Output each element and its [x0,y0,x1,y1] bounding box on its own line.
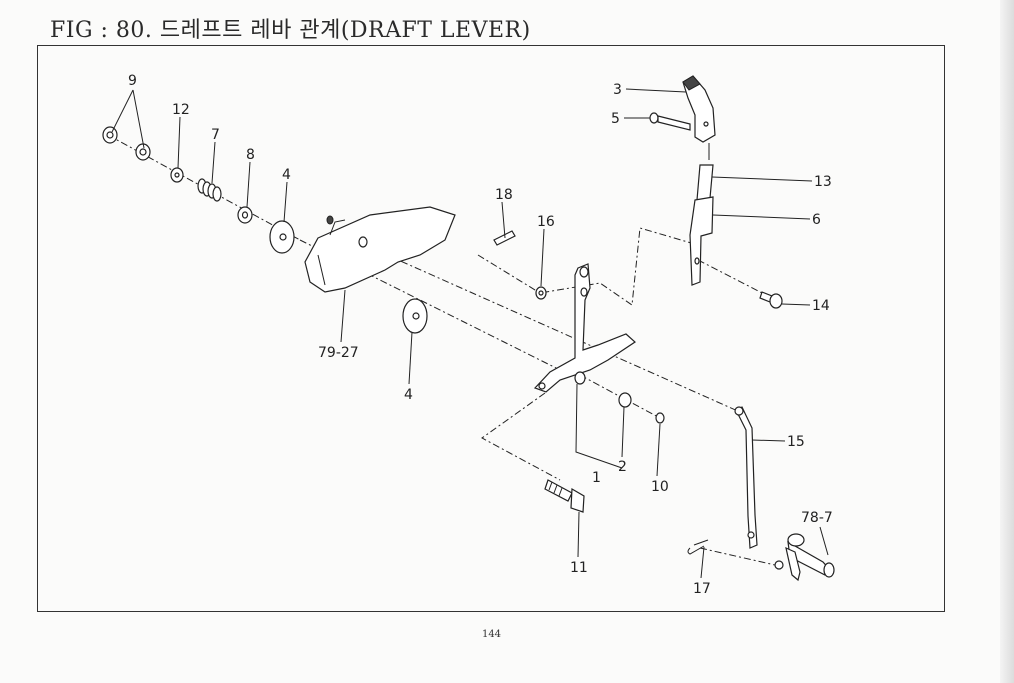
figure-title: FIG : 80. 드레프트 레바 관계(DRAFT LEVER) [50,18,531,43]
washer-part-8 [237,206,253,224]
callout-10: 10 [651,479,669,495]
callout-13: 13 [814,174,832,190]
callout-3: 3 [613,82,622,98]
callout-9: 9 [128,73,137,89]
lever-plate-part-13 [696,164,714,201]
large-washer-part-4-bottom [402,298,428,334]
callout-1: 1 [592,470,601,486]
scan-edge-shadow [1000,0,1014,683]
main-lever-part-1 [533,263,636,393]
callout-78-7: 78-7 [801,510,833,526]
callout-79-27: 79-27 [318,345,359,361]
callout-6: 6 [812,212,821,228]
callout-17: 17 [693,581,711,597]
washer-part-16 [535,286,547,300]
page-number: 144 [481,629,502,640]
callout-16: 16 [537,214,555,230]
callout-14: 14 [812,298,830,314]
callout-15: 15 [787,434,805,450]
pin-part-78-7 [774,533,835,582]
callout-12: 12 [172,102,190,118]
callout-4-bottom: 4 [404,387,413,403]
washer-part-12 [170,167,184,183]
callout-4-top: 4 [282,167,291,183]
callout-7: 7 [211,127,220,143]
screw-part-5 [649,112,691,131]
assembly-axis-lines [107,134,776,566]
callout-11: 11 [570,560,588,576]
screw-part-14 [759,291,783,309]
large-washer-part-4-top [269,220,295,254]
diagram-frame [37,45,945,612]
e-ring-part-10 [655,412,665,424]
cotter-pin-part-17 [687,539,709,555]
collar-part-2 [618,392,632,408]
bracket-part-79-27 [304,206,456,293]
spring-part-7 [197,178,222,202]
leader-lines [111,88,829,579]
callout-2: 2 [618,459,627,475]
callout-5: 5 [611,111,620,127]
knob-part-3 [682,75,716,143]
callout-18: 18 [495,187,513,203]
callout-8: 8 [246,147,255,163]
callout-labels: 9 12 7 8 4 18 16 3 5 13 6 14 79-27 4 2 1… [128,73,833,597]
lever-plate-part-6 [689,196,714,286]
rod-part-15 [734,406,758,549]
bolt-part-11 [544,479,585,513]
